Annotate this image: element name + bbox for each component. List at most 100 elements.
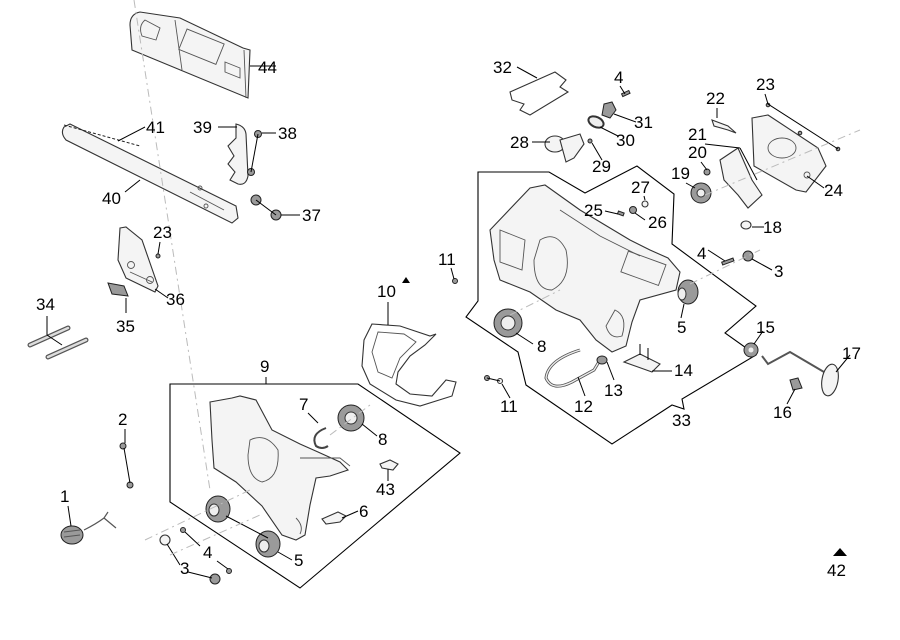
callout-label-c4a[interactable]: 4 [614, 68, 623, 87]
bracket-6[interactable] [321, 511, 347, 525]
crankcase-half-right[interactable] [489, 184, 681, 353]
callout-label-c15[interactable]: 15 [756, 318, 775, 337]
group-outline-9 [169, 383, 461, 589]
callout-label-c8a[interactable]: 8 [537, 337, 546, 356]
callout-label-c23a[interactable]: 23 [153, 223, 172, 242]
callout-label-c32[interactable]: 32 [493, 58, 512, 77]
callout-label-c21[interactable]: 21 [688, 125, 707, 144]
oil-hose-12[interactable] [544, 348, 602, 388]
buffer-16[interactable] [789, 377, 803, 391]
bracket-14[interactable] [622, 344, 661, 373]
callout-label-c33[interactable]: 33 [672, 411, 691, 430]
callout-label-c42[interactable]: 42 [827, 561, 846, 580]
filter-plate-32[interactable] [509, 71, 570, 116]
callout-label-c17[interactable]: 17 [842, 344, 861, 363]
callout-label-c3b[interactable]: 3 [180, 559, 189, 578]
callout-label-c12[interactable]: 12 [574, 397, 593, 416]
washer-3-right[interactable] [742, 250, 754, 262]
callout-label-c4c[interactable]: 4 [203, 543, 212, 562]
av-mount-5-left-a[interactable] [205, 495, 231, 523]
sleeve-18[interactable] [740, 220, 752, 230]
circlip-7[interactable] [313, 427, 329, 449]
callout-label-c18[interactable]: 18 [763, 218, 782, 237]
av-mount-5-right[interactable] [677, 279, 699, 305]
callout-label-c16[interactable]: 16 [773, 403, 792, 422]
spike-35[interactable] [107, 282, 129, 297]
cover-24[interactable] [751, 114, 827, 193]
callout-label-c19[interactable]: 19 [671, 164, 690, 183]
oil-pump-31[interactable] [601, 101, 617, 119]
callout-label-c4b[interactable]: 4 [697, 244, 706, 263]
callout-label-c27[interactable]: 27 [631, 178, 650, 197]
callout-label-c20[interactable]: 20 [688, 143, 707, 162]
callout-label-c43[interactable]: 43 [376, 480, 395, 499]
spring-26[interactable] [629, 206, 637, 214]
callout-label-c24[interactable]: 24 [824, 181, 843, 200]
screw-2[interactable] [119, 442, 134, 489]
chain-catcher[interactable] [227, 123, 249, 185]
av-spring-17[interactable] [761, 350, 841, 397]
guide-bar-cover[interactable] [129, 11, 251, 99]
callout-label-c11a[interactable]: 11 [438, 250, 456, 269]
screw-25[interactable] [616, 210, 625, 217]
callout-label-c38[interactable]: 38 [278, 124, 297, 143]
callout-label-c5b[interactable]: 5 [294, 551, 303, 570]
bearing-8-left[interactable] [337, 404, 365, 432]
callout-label-c2[interactable]: 2 [118, 410, 127, 429]
callout-label-c14[interactable]: 14 [674, 361, 693, 380]
seal-30[interactable] [587, 114, 606, 130]
callout-label-c44[interactable]: 44 [258, 58, 277, 77]
av-buffer-15[interactable] [743, 342, 759, 358]
callout-label-c34[interactable]: 34 [36, 295, 55, 314]
callout-label-c5a[interactable]: 5 [677, 318, 686, 337]
bar-nut-37[interactable] [250, 194, 282, 221]
screw-11[interactable] [452, 278, 458, 284]
gasket-10[interactable] [361, 323, 457, 407]
cap-27[interactable] [641, 200, 649, 208]
leader-21b [739, 147, 758, 181]
tank-cap-1[interactable] [60, 511, 117, 545]
nut-38[interactable] [247, 130, 262, 176]
callout-label-c26[interactable]: 26 [648, 213, 667, 232]
pump-body-28[interactable] [544, 133, 585, 163]
callout-label-c29[interactable]: 29 [592, 157, 611, 176]
callout-label-c37[interactable]: 37 [302, 206, 321, 225]
oil-filter-13[interactable] [596, 355, 608, 365]
callout-label-c13[interactable]: 13 [604, 381, 623, 400]
screw-4-top[interactable] [620, 89, 631, 98]
callout-label-c10[interactable]: 10 [377, 282, 396, 301]
callout-label-c22[interactable]: 22 [706, 89, 725, 108]
callout-label-c40[interactable]: 40 [102, 189, 121, 208]
callout-label-c11b[interactable]: 11 [500, 397, 518, 416]
callout-label-c25[interactable]: 25 [584, 201, 603, 220]
callout-label-c6[interactable]: 6 [359, 502, 368, 521]
callout-label-c39[interactable]: 39 [193, 118, 212, 137]
gear-19[interactable] [690, 182, 712, 204]
clip-22[interactable] [711, 119, 737, 134]
callout-label-c41[interactable]: 41 [146, 118, 165, 137]
chain-tensioner-20[interactable] [703, 147, 763, 209]
callout-label-c36[interactable]: 36 [166, 290, 185, 309]
pin-29[interactable] [587, 138, 593, 144]
bar-plate-36[interactable] [117, 226, 159, 293]
washer-3-left[interactable] [159, 534, 221, 585]
callout-label-c23b[interactable]: 23 [756, 75, 775, 94]
screw-11-lower[interactable] [484, 375, 504, 385]
av-mount-5-left-b[interactable] [255, 530, 281, 558]
guide-bar[interactable] [61, 123, 239, 224]
callout-label-c30[interactable]: 30 [616, 131, 635, 150]
callout-label-c9[interactable]: 9 [260, 357, 269, 376]
callout-label-c35[interactable]: 35 [116, 317, 135, 336]
crankcase-half-left[interactable] [209, 395, 351, 541]
callout-label-c1[interactable]: 1 [60, 487, 69, 506]
callout-label-c31[interactable]: 31 [634, 113, 653, 132]
screw-4-left[interactable] [180, 527, 232, 574]
callout-label-c3a[interactable]: 3 [774, 262, 783, 281]
bracket-43[interactable] [379, 459, 399, 471]
screw-4-mid[interactable] [721, 257, 735, 266]
callout-label-c28[interactable]: 28 [510, 133, 529, 152]
callout-label-c8b[interactable]: 8 [378, 430, 387, 449]
callout-label-c7[interactable]: 7 [299, 395, 308, 414]
bearing-8-right[interactable] [493, 308, 523, 338]
screw-23[interactable] [155, 253, 161, 259]
